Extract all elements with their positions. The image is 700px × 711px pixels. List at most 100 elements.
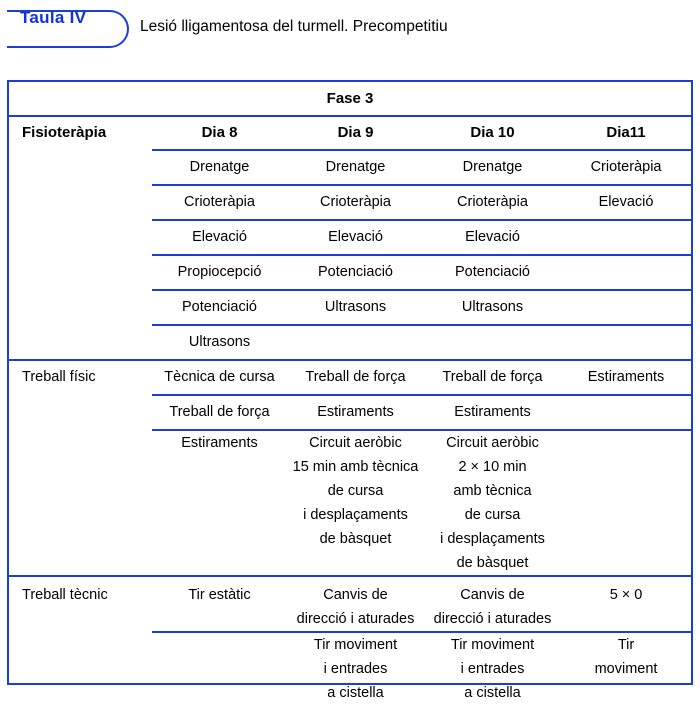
table-row: Elevació Elevació Elevació — [9, 219, 692, 255]
cell-dia9: Treball de força — [287, 359, 424, 395]
table-row: Propiocepció Potenciació Potenciació — [9, 254, 692, 290]
taula-badge-label: Taula IV — [20, 8, 87, 27]
cell-dia11 — [561, 289, 692, 325]
cell-line: direcció i aturades — [433, 611, 552, 627]
table-row: Treball de força Estiraments Estiraments — [9, 394, 692, 430]
column-header-dia-9: Dia 9 — [337, 124, 374, 141]
table-row-spacer — [9, 705, 691, 711]
spacer-cell — [9, 705, 152, 711]
cell-line: amb tècnica — [453, 483, 532, 499]
cell-dia10: Treball de força — [424, 359, 561, 395]
cell-dia9: Potenciació — [287, 254, 424, 290]
section-label-treball-fisic: Treball físic — [9, 359, 152, 395]
cell-line: de bàsquet — [456, 555, 529, 571]
cell-line: Circuit aeròbic — [309, 435, 402, 451]
cell-dia10: Estiraments — [424, 394, 561, 430]
cell-dia8: Drenatge — [152, 149, 287, 185]
cell-line: 15 min amb tècnica — [292, 459, 419, 475]
cell-line: de cursa — [464, 507, 521, 523]
row-label-empty — [9, 185, 152, 220]
row-label-empty — [9, 430, 152, 576]
cell-dia9: Crioteràpia — [287, 184, 424, 220]
cell-dia8-multiline — [152, 631, 287, 705]
spacer-cell — [287, 705, 424, 711]
column-header-dia-11: Dia11 — [606, 124, 646, 141]
row-label-empty — [9, 255, 152, 290]
row-label-empty — [9, 325, 152, 360]
table-row: Ultrasons — [9, 324, 692, 360]
cell-line: i desplaçaments — [303, 507, 408, 523]
cell-dia8: Potenciació — [152, 289, 287, 325]
cell-dia10: Elevació — [424, 219, 561, 255]
cell-dia10: Potenciació — [424, 254, 561, 290]
table-row: Potenciació Ultrasons Ultrasons — [9, 289, 692, 325]
cell-line: de cursa — [327, 483, 384, 499]
cell-dia8: Treball de força — [152, 394, 287, 430]
cell-line: i entrades — [460, 661, 525, 677]
cell-dia10: Crioteràpia — [424, 184, 561, 220]
table-body: Fase 3 Fisioteràpia Dia 8 Dia 9 Dia 10 D… — [9, 82, 692, 711]
cell-dia11: Crioteràpia — [561, 149, 692, 185]
row-label-empty — [9, 150, 152, 185]
cell-line: 5 × 0 — [609, 587, 643, 603]
cell-dia8: Elevació — [152, 219, 287, 255]
phase-header-cell: Fase 3 — [9, 82, 692, 117]
row-label-empty — [9, 220, 152, 255]
cell-dia9: Ultrasons — [287, 289, 424, 325]
cell-dia11: Estiraments — [561, 359, 692, 395]
cell-line: Tir estàtic — [188, 587, 251, 603]
cell-dia10-multiline: Circuit aeròbic 2 × 10 min amb tècnica de c… — [424, 429, 561, 576]
cell-dia11-multiline: 5 × 0 — [561, 575, 692, 632]
cell-dia8: Propiocepció — [152, 254, 287, 290]
cell-dia9: Estiraments — [287, 394, 424, 430]
spacer-cell — [561, 705, 691, 711]
cell-dia11 — [561, 254, 692, 290]
cell-dia8: Tècnica de cursa — [152, 359, 287, 395]
cell-dia8: Ultrasons — [152, 324, 287, 360]
table-caption-title: Lesió lligamentosa del turmell. Precompe… — [140, 18, 448, 35]
cell-line: de bàsquet — [319, 531, 392, 547]
table-row-multiline: Estiraments Circuit aeròbic 15 min amb tè… — [9, 429, 692, 576]
cell-dia9: Drenatge — [287, 149, 424, 185]
row-label-empty — [9, 632, 152, 705]
row-label-empty — [9, 395, 152, 430]
taula-badge — [7, 10, 129, 48]
cell-dia9 — [287, 324, 424, 360]
table-row-column-headers: Fisioteràpia Dia 8 Dia 9 Dia 10 Dia11 — [9, 116, 691, 150]
cell-line: a cistella — [464, 685, 521, 701]
column-header-dia-10: Dia 10 — [470, 124, 515, 141]
cell-line: Estiraments — [181, 435, 258, 451]
cell-dia10 — [424, 324, 561, 360]
cell-dia11 — [561, 324, 692, 360]
cell-dia8: Crioteràpia — [152, 184, 287, 220]
table-row-phase-header: Fase 3 — [9, 82, 692, 117]
cell-line: Canvis de — [460, 587, 525, 603]
cell-dia10: Ultrasons — [424, 289, 561, 325]
cell-dia8-multiline: Estiraments — [152, 429, 287, 576]
cell-dia11 — [561, 219, 692, 255]
spacer-cell — [152, 705, 287, 711]
cell-dia9: Elevació — [287, 219, 424, 255]
cell-line: i entrades — [323, 661, 388, 677]
cell-dia11: Elevació — [561, 184, 692, 220]
table-row: Crioteràpia Crioteràpia Crioteràpia Elev… — [9, 184, 692, 220]
cell-dia10-multiline: Canvis de direcció i aturades — [424, 575, 561, 632]
cell-line: Circuit aeròbic — [446, 435, 539, 451]
cell-dia9-multiline: Circuit aeròbic 15 min amb tècnica de curs… — [287, 429, 424, 576]
cell-line: Canvis de — [323, 587, 388, 603]
table-row: Drenatge Drenatge Drenatge Crioteràpia — [9, 149, 692, 185]
table-row-section-treball-fisic: Treball físic Tècnica de cursa Treball d… — [9, 359, 692, 395]
spacer-cell — [424, 705, 561, 711]
cell-line: Tir moviment — [313, 637, 398, 653]
cell-dia11-multiline — [561, 429, 692, 576]
cell-dia11 — [561, 394, 692, 430]
cell-line: 2 × 10 min — [458, 459, 527, 475]
cell-dia10: Drenatge — [424, 149, 561, 185]
column-header-fisioterapia: Fisioteràpia — [22, 124, 107, 141]
